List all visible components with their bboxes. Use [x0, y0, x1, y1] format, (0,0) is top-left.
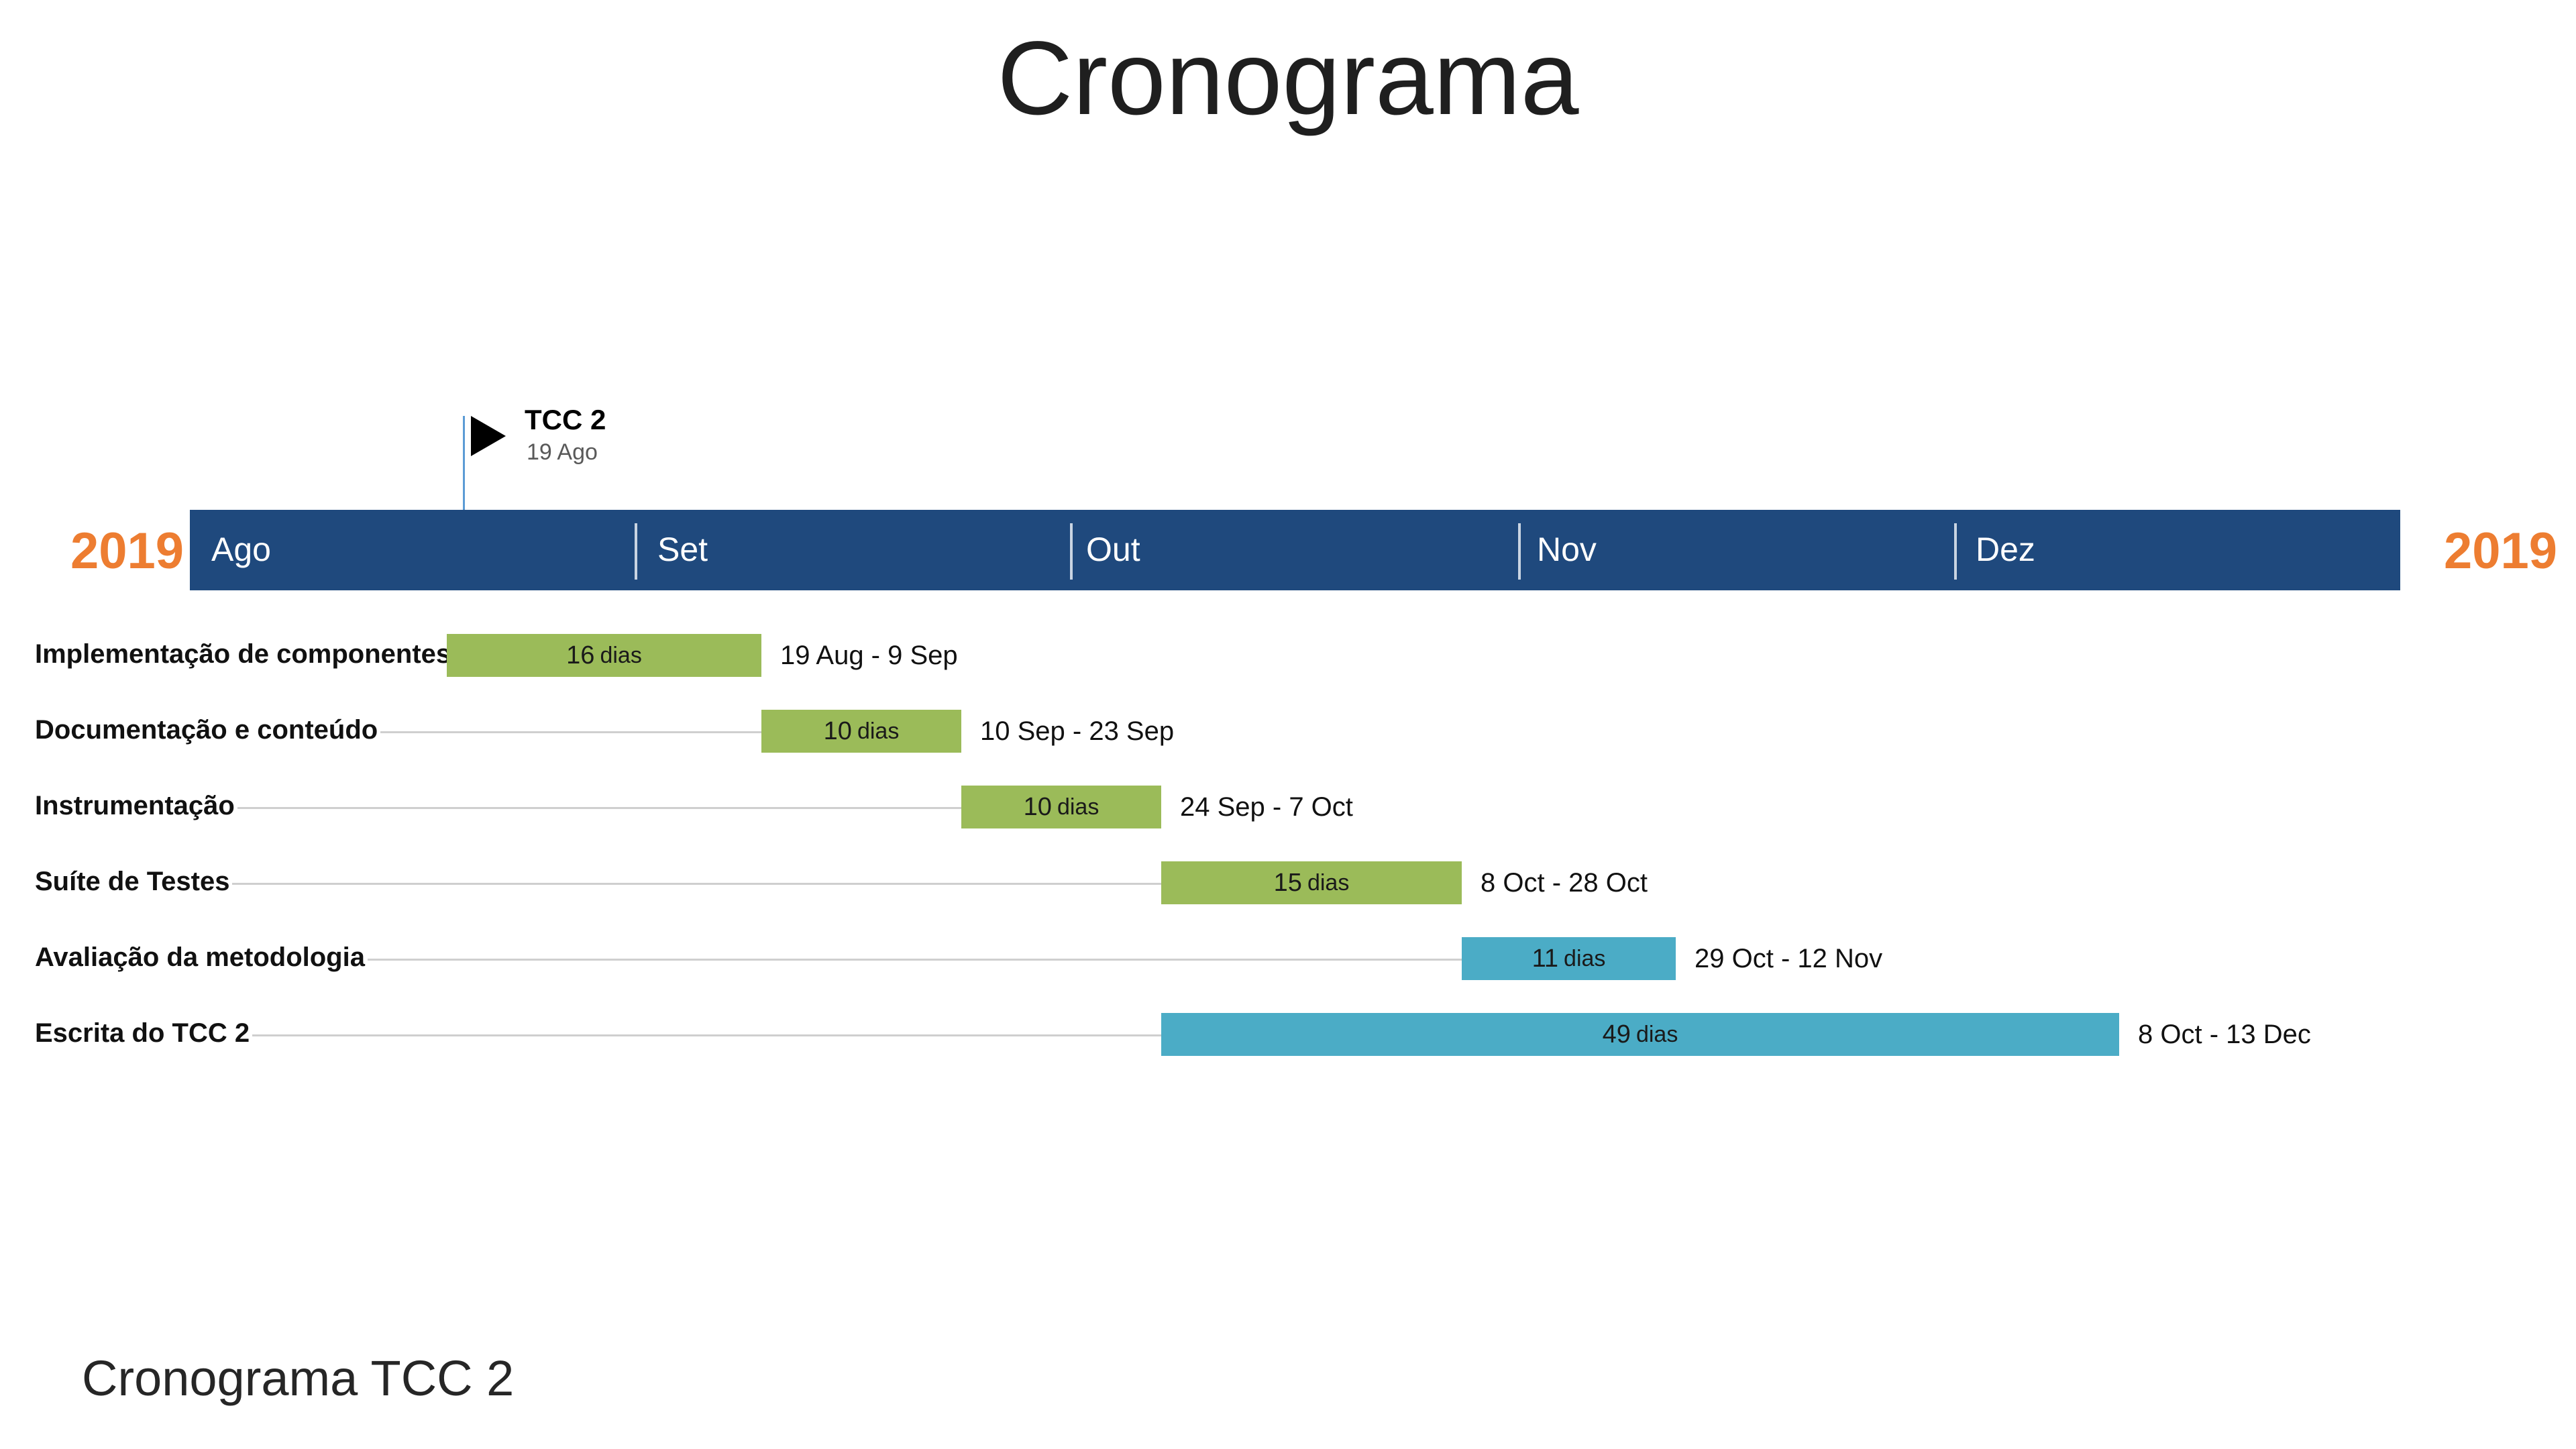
milestone-date: 19 Ago: [527, 439, 598, 465]
month-out: Out: [1086, 531, 1140, 568]
task-duration-unit: dias: [1635, 1021, 1678, 1047]
year-label-left: 2019: [70, 523, 184, 580]
milestone-line: [463, 416, 465, 510]
task-guide-line: [37, 959, 1462, 961]
task-duration-unit: dias: [857, 718, 900, 744]
month-divider: [1954, 523, 1957, 580]
task-label: Documentação e conteúdo: [35, 715, 381, 745]
page-title: Cronograma: [997, 20, 1579, 137]
month-set: Set: [657, 531, 708, 568]
task-label: Implementação de componentes: [35, 639, 454, 669]
task-duration-unit: dias: [1564, 945, 1606, 971]
task-guide-line: [37, 731, 761, 733]
task-date-range: 8 Oct - 13 Dec: [2138, 1020, 2311, 1049]
timeline-band: Ago Set Out Nov Dez: [190, 510, 2400, 590]
month-dez: Dez: [1976, 531, 2035, 568]
task-duration: 11: [1532, 944, 1559, 973]
task-duration: 10: [1023, 792, 1052, 821]
month-nov: Nov: [1537, 531, 1597, 568]
task-duration-unit: dias: [1307, 869, 1350, 896]
year-label-right: 2019: [2444, 523, 2558, 580]
task-label: Instrumentação: [35, 791, 237, 821]
task-label: Suíte de Testes: [35, 867, 233, 897]
month-ago: Ago: [211, 531, 271, 568]
task-date-range: 8 Oct - 28 Oct: [1481, 868, 1648, 898]
task-label: Avaliação da metodologia: [35, 943, 368, 973]
task-label: Escrita do TCC 2: [35, 1018, 253, 1049]
month-divider: [1070, 523, 1073, 580]
flag-icon: [471, 416, 506, 456]
task-duration-unit: dias: [600, 642, 642, 668]
task-duration-unit: dias: [1057, 794, 1099, 820]
footer-caption: Cronograma TCC 2: [82, 1350, 515, 1406]
task-date-range: 10 Sep - 23 Sep: [980, 716, 1175, 746]
task-date-range: 19 Aug - 9 Sep: [780, 641, 958, 670]
task-duration: 16: [566, 641, 595, 669]
task-date-range: 24 Sep - 7 Oct: [1180, 792, 1353, 822]
task-guide-line: [37, 883, 1161, 885]
task-duration: 10: [823, 716, 852, 745]
month-divider: [1518, 523, 1521, 580]
milestone-title: TCC 2: [525, 404, 606, 435]
month-divider: [635, 523, 637, 580]
task-guide-line: [37, 807, 961, 809]
task-date-range: 29 Oct - 12 Nov: [1695, 944, 1883, 973]
task-duration: 15: [1273, 868, 1302, 897]
task-guide-line: [37, 1034, 1161, 1036]
task-duration: 49: [1602, 1020, 1631, 1049]
